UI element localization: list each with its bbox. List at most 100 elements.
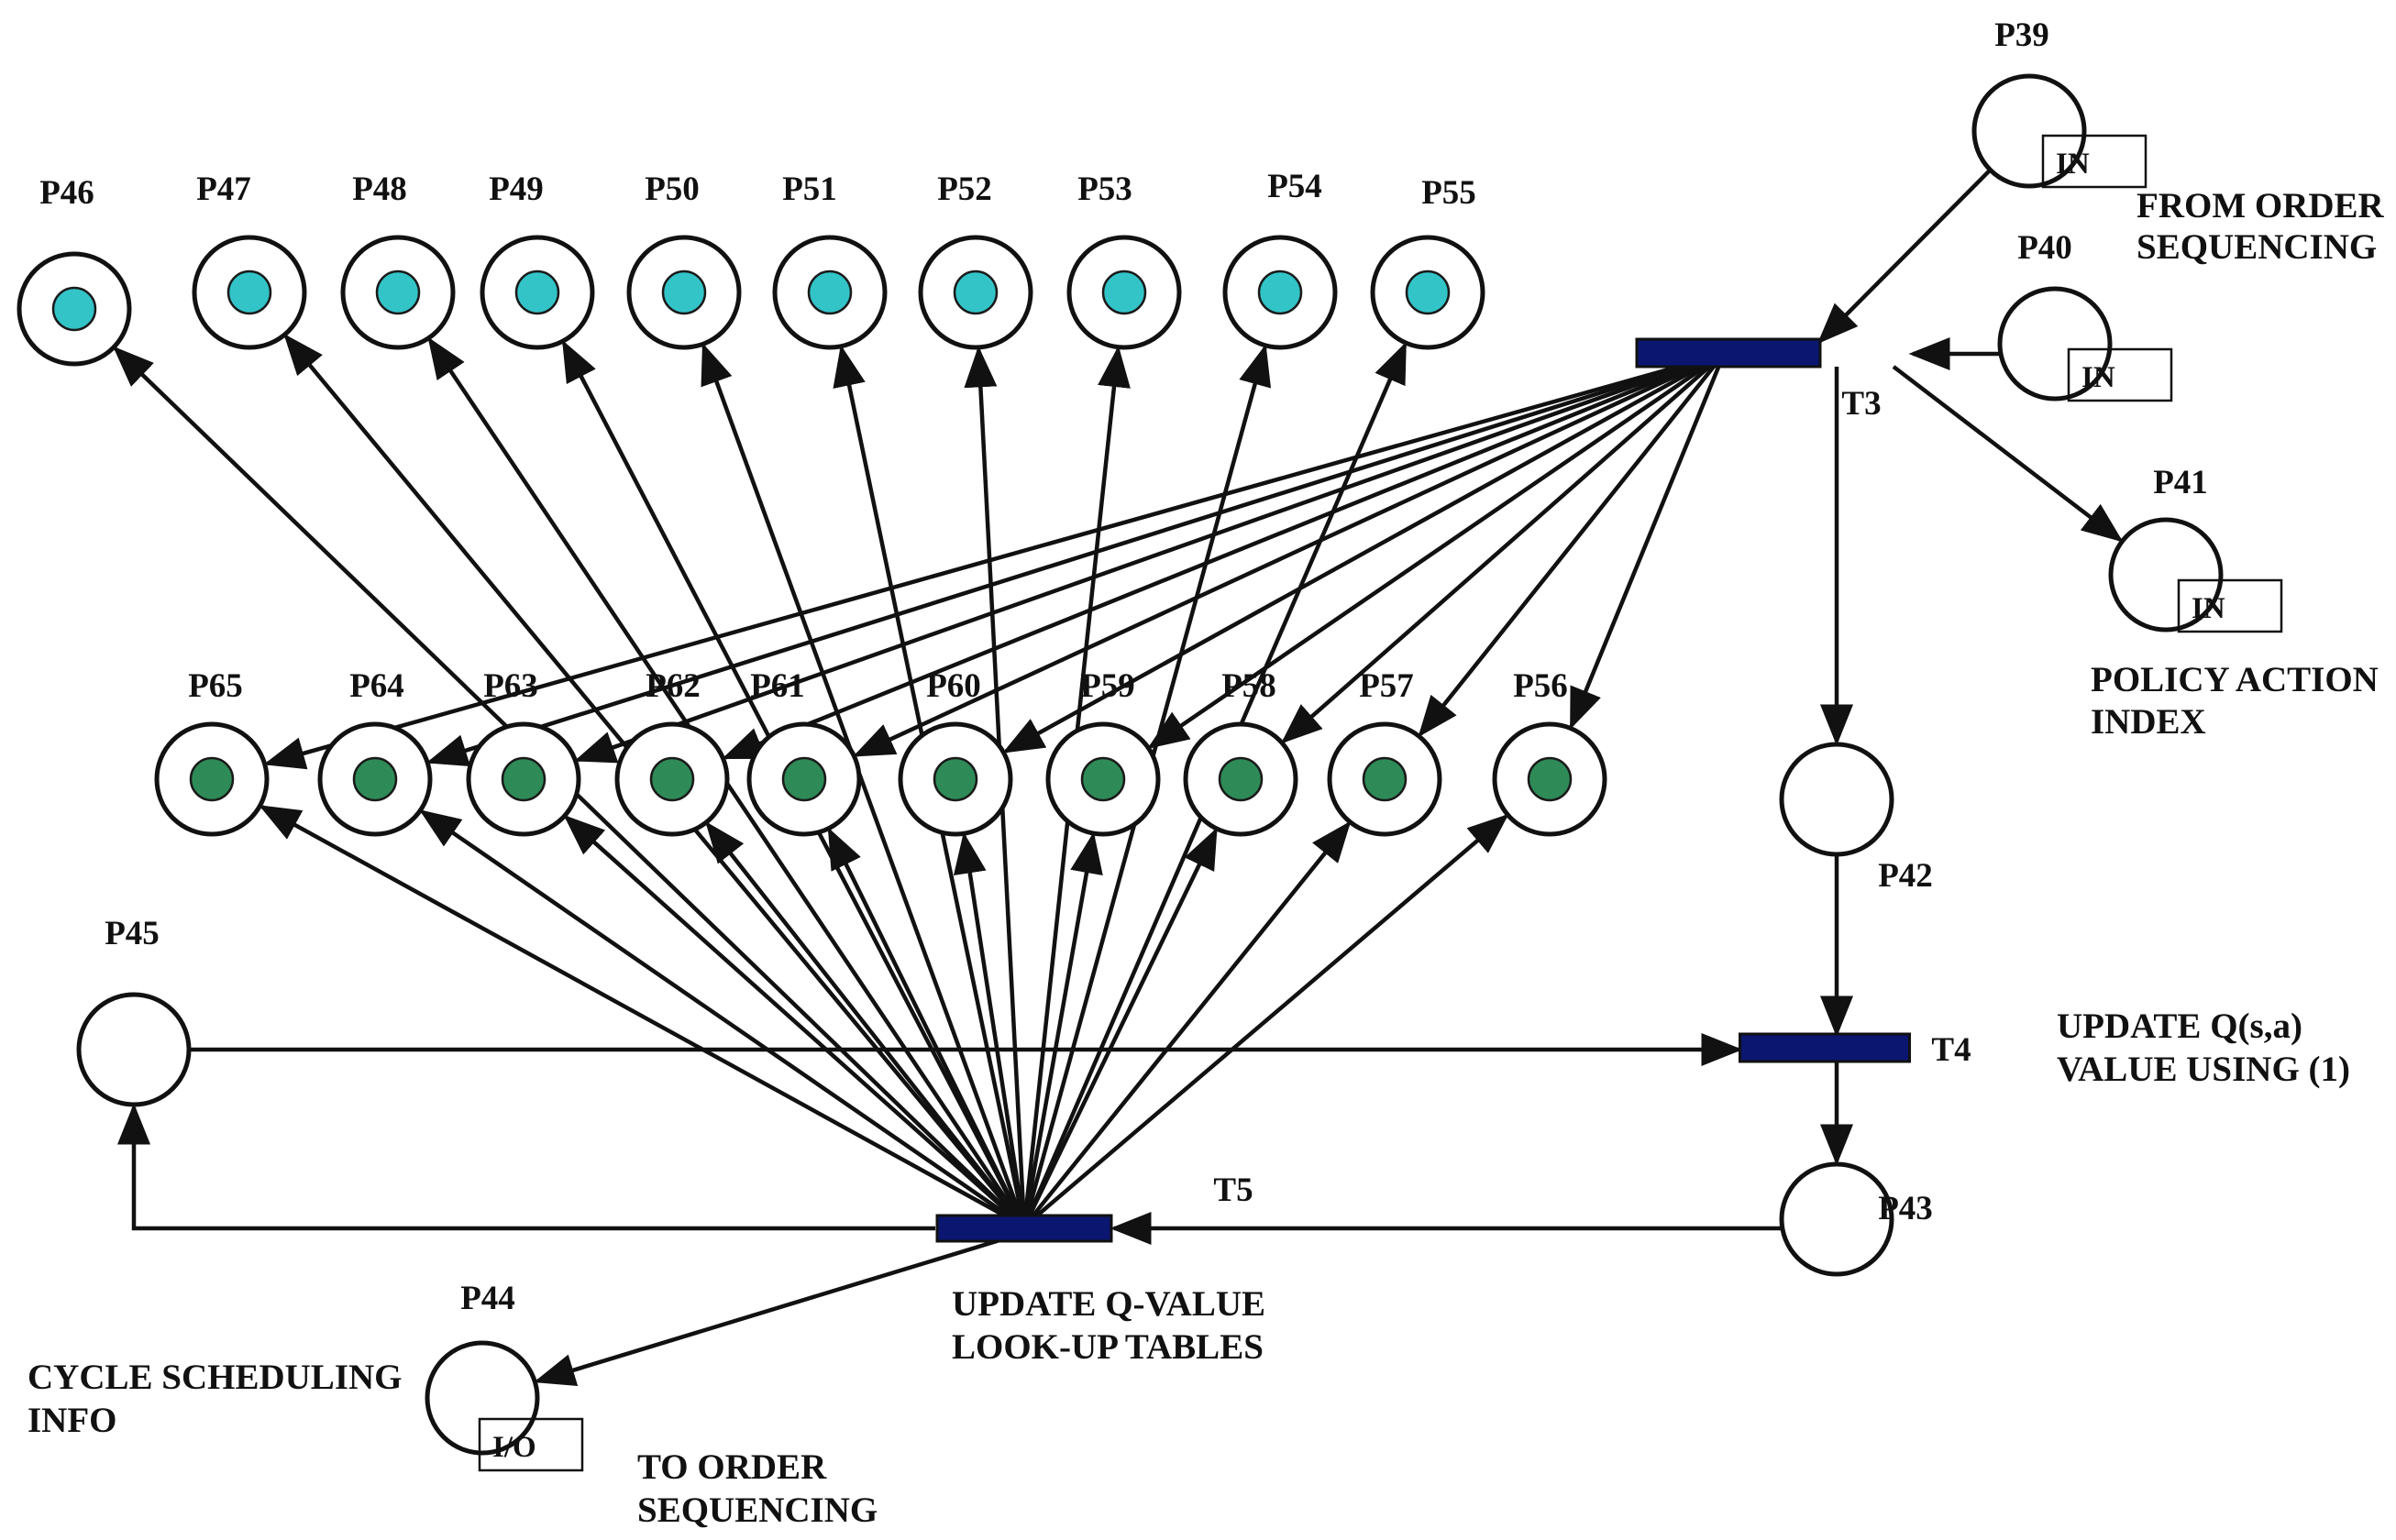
token-p50 [661, 270, 707, 315]
arc-t5-to-p60 [953, 831, 1027, 1227]
label-p61: P61 [750, 667, 805, 705]
label-p56: P56 [1513, 667, 1568, 705]
annotation-cycle-line2: INFO [28, 1401, 117, 1440]
arc-t5-to-p57 [1022, 820, 1352, 1228]
annotation-cycle-line1: CYCLE SCHEDULING [28, 1358, 403, 1397]
annotation-from-order-line2: SEQUENCING [2137, 227, 2377, 267]
label-t3: T3 [1841, 385, 1881, 423]
token-p65 [189, 756, 235, 802]
label-p42: P42 [1878, 857, 1933, 895]
place-p40 [1997, 286, 2113, 402]
token-p62 [649, 756, 695, 802]
place-p39 [1971, 73, 2087, 189]
arc-t5-to-p58 [1021, 827, 1218, 1227]
label-p59: P59 [1080, 667, 1135, 705]
arc-t5-to-p62 [705, 820, 1026, 1228]
label-p62: P62 [646, 667, 701, 705]
label-p39: P39 [1994, 16, 2049, 54]
label-p63: P63 [483, 667, 538, 705]
token-p51 [807, 270, 853, 315]
arc-t3-to-p63 [574, 351, 1725, 764]
port-tag-p44-text: I/O [492, 1431, 536, 1464]
annotation-to-order-line1: TO ORDER [637, 1447, 827, 1487]
annotation-update-lookup-line2: LOOK-UP TABLES [952, 1327, 1264, 1367]
arc-t3-to-p60 [1002, 352, 1726, 754]
label-p57: P57 [1359, 667, 1414, 705]
token-p54 [1257, 270, 1303, 315]
token-p59 [1080, 756, 1126, 802]
arc-t5-to-p65 [259, 805, 1026, 1228]
token-p48 [375, 270, 421, 315]
arc-t3-to-p57 [1418, 352, 1726, 738]
label-p49: P49 [489, 170, 544, 208]
arc-t3-to-p64 [425, 351, 1725, 767]
port-tag-p41-box [2177, 578, 2283, 633]
place-p42 [1779, 742, 1894, 857]
arc-t3-to-p41 [1892, 365, 2124, 543]
port-tag-p39-box [2041, 134, 2148, 189]
label-p51: P51 [782, 170, 837, 208]
token-p49 [514, 270, 560, 315]
arc-t5-to-p45 [117, 1103, 935, 1231]
label-p60: P60 [926, 667, 981, 705]
port-tag-p40-text: IN [2081, 361, 2115, 394]
label-p64: P64 [349, 667, 404, 705]
arc-t5-to-p56 [1022, 813, 1509, 1228]
label-p45: P45 [105, 915, 160, 952]
arc-t3-to-p61 [853, 351, 1725, 757]
transition-t3 [1635, 337, 1822, 368]
annotation-policy-line1: POLICY ACTION [2091, 660, 2379, 699]
arc-t5-to-p44 [533, 1235, 1010, 1387]
label-p46: P46 [39, 174, 94, 212]
token-p53 [1101, 270, 1147, 315]
annotation-update-q-line2: VALUE USING (1) [2057, 1050, 2350, 1089]
label-p48: P48 [352, 170, 407, 208]
annotation-policy-line2: INDEX [2091, 702, 2206, 742]
label-p65: P65 [188, 667, 243, 705]
arc-t5-to-p61 [827, 827, 1027, 1227]
label-p40: P40 [2017, 229, 2072, 267]
annotation-to-order-line2: SEQUENCING [637, 1490, 878, 1530]
port-tag-p39-text: IN [2056, 148, 2090, 181]
arc-t3-to-p58 [1280, 352, 1726, 744]
port-tag-p44-box [478, 1417, 584, 1472]
label-p47: P47 [196, 170, 251, 208]
token-p64 [352, 756, 398, 802]
label-p55: P55 [1421, 174, 1476, 212]
token-p61 [781, 756, 827, 802]
token-p58 [1218, 756, 1264, 802]
arc-t3-to-p65 [263, 351, 1725, 770]
label-p58: P58 [1221, 667, 1276, 705]
token-p56 [1527, 756, 1573, 802]
token-p52 [953, 270, 999, 315]
arc-t5-to-p64 [419, 809, 1026, 1228]
label-t4: T4 [1931, 1031, 1971, 1069]
token-p63 [501, 756, 547, 802]
arc-t5-to-p59 [1021, 831, 1103, 1227]
annotation-from-order-line1: FROM ORDER [2137, 186, 2385, 226]
place-p43 [1779, 1161, 1894, 1277]
label-p44: P44 [460, 1280, 515, 1317]
label-p52: P52 [937, 170, 992, 208]
label-p50: P50 [645, 170, 700, 208]
port-tag-p41-text: IN [2192, 592, 2225, 625]
token-p60 [933, 756, 978, 802]
token-p55 [1405, 270, 1451, 315]
arc-t5-to-p63 [563, 814, 1026, 1228]
token-p57 [1362, 756, 1408, 802]
label-p54: P54 [1267, 168, 1322, 205]
label-p43: P43 [1878, 1190, 1933, 1227]
arc-t3-to-p62 [722, 351, 1725, 760]
arc-p39-to-t3 [1816, 168, 1993, 345]
token-p47 [226, 270, 272, 315]
transition-t4 [1739, 1032, 1911, 1063]
place-p45 [76, 992, 192, 1107]
annotation-update-lookup-line1: UPDATE Q-VALUE [952, 1284, 1265, 1324]
place-p41 [2108, 517, 2224, 632]
arc-t5-to-p50 [701, 342, 1027, 1227]
place-p44 [425, 1340, 540, 1456]
arc-t3-to-p59 [1147, 352, 1726, 749]
label-p41: P41 [2153, 464, 2208, 501]
